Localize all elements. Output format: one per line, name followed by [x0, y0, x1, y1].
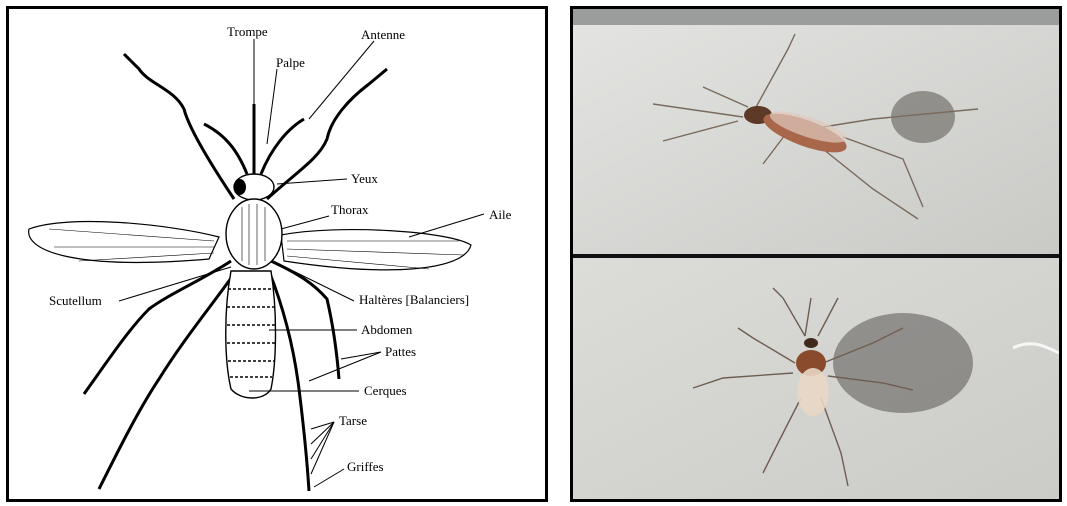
label-cerques: Cerques: [364, 383, 407, 398]
front-left-leg: [124, 54, 234, 199]
label-antenne: Antenne: [361, 27, 405, 42]
thorax: [226, 199, 282, 269]
hind-left-leg: [99, 274, 234, 489]
label-palpe: Palpe: [276, 55, 305, 70]
mosquito-top-head: [804, 338, 818, 348]
left-antenna: [204, 124, 247, 174]
abdomen: [226, 271, 276, 398]
label-aile: Aile: [489, 207, 512, 222]
mosquito-top-abdomen: [797, 368, 829, 416]
diagram-svg: Trompe Palpe Antenne Yeux Thorax Aile Sc…: [9, 9, 545, 499]
mid-right-leg: [271, 261, 339, 379]
label-tarse: Tarse: [339, 413, 367, 428]
mosquito-anatomy-diagram: Trompe Palpe Antenne Yeux Thorax Aile Sc…: [6, 6, 548, 502]
label-yeux: Yeux: [351, 171, 378, 186]
photo-top-edge: [573, 9, 1059, 25]
left-wing: [29, 221, 219, 262]
label-halteres: Haltères [Balanciers]: [359, 292, 469, 307]
label-trompe: Trompe: [227, 24, 268, 39]
left-eye: [234, 179, 246, 195]
mid-left-leg: [84, 261, 231, 394]
photo-top-view: [573, 258, 1059, 499]
label-scutellum: Scutellum: [49, 293, 102, 308]
label-pattes: Pattes: [385, 344, 416, 359]
label-abdomen: Abdomen: [361, 322, 413, 337]
photo-side-view: [573, 9, 1059, 254]
label-thorax: Thorax: [331, 202, 369, 217]
mosquito-photos: [570, 6, 1062, 502]
label-griffes: Griffes: [347, 459, 384, 474]
right-antenna: [261, 119, 304, 174]
